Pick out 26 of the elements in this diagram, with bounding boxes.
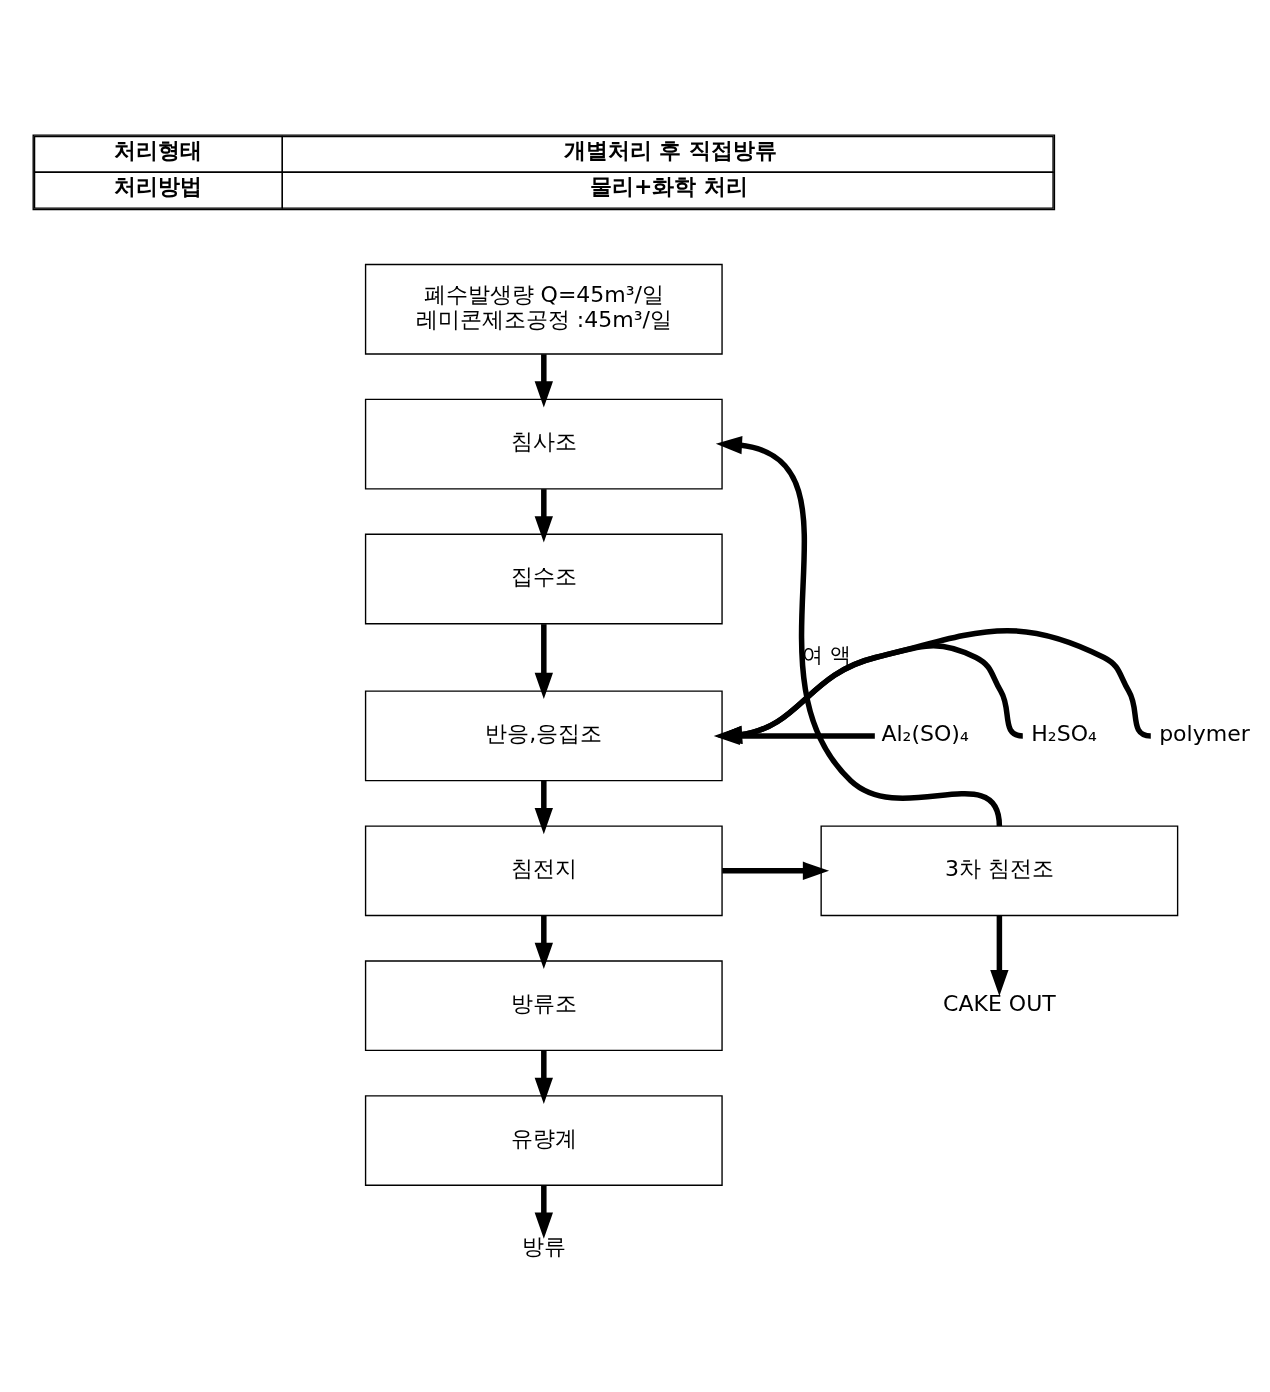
- node-text: Al₂(SO)₄: [881, 721, 969, 747]
- node-box: 폐수발생량 Q=45m³/일 레미콘제조공정 :45m³/일: [364, 263, 723, 355]
- arrow: [534, 624, 553, 699]
- label: 처리방법: [114, 173, 203, 200]
- node-box: 3차 침전조: [820, 825, 1179, 917]
- node-box: 집수조: [364, 533, 723, 625]
- arrow: [722, 861, 830, 880]
- node-text: CAKE OUT: [943, 990, 1056, 1016]
- label: 개별처리 후 직접방류: [563, 137, 778, 164]
- arrow: [534, 915, 553, 970]
- arrow: [534, 354, 553, 408]
- arrow: [990, 915, 1009, 997]
- node-text: H₂SO₄: [1031, 721, 1097, 747]
- node-box: 침전지: [364, 825, 723, 917]
- node-box: 방류조: [364, 960, 723, 1052]
- label: 물리+화학 처리: [589, 173, 749, 200]
- node-box: 반응,응집조: [364, 690, 723, 782]
- node-box: 유량계: [364, 1095, 723, 1186]
- node-box: 침사조: [364, 398, 723, 490]
- node-text: polymer: [1159, 721, 1250, 747]
- arrow: [534, 780, 553, 835]
- node-text: 방류: [521, 1233, 566, 1259]
- arrow: [534, 1050, 553, 1104]
- arrow: [534, 1185, 553, 1239]
- arrow: [534, 489, 553, 543]
- label: 처리형태: [114, 137, 203, 164]
